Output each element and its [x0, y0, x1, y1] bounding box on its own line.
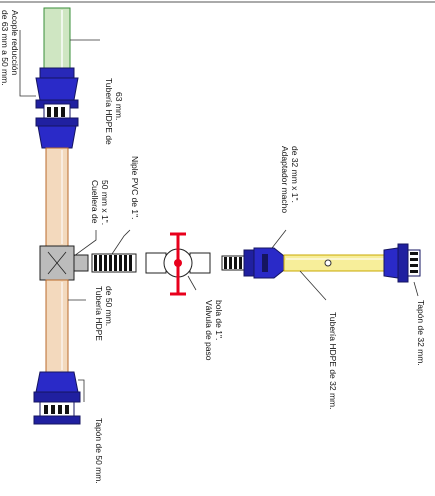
label-cuellera-1: Cuellera de	[90, 180, 100, 224]
label-niple: Niple PVC de 1".	[130, 156, 140, 220]
hdpe-32-marker	[324, 259, 332, 267]
ball-valve	[145, 232, 211, 296]
label-hdpe50-1: Tubería HDPE	[94, 286, 104, 341]
end-cap-50	[33, 371, 81, 425]
label-adaptador-2: de 32 mm x 1".	[290, 146, 300, 203]
label-tapon50: Tapón de 50 mm.	[94, 418, 104, 484]
hdpe-50-pipe-lower	[45, 279, 69, 373]
label-hdpe63-2: 63 mm.	[114, 92, 124, 120]
label-valvula-2: bola de 1".	[214, 300, 224, 340]
label-hdpe32: Tubería HDPE de 32 mm.	[328, 312, 338, 409]
leader-acople	[19, 30, 36, 97]
leader-valvula	[187, 275, 197, 291]
label-acople-1: Acople reducción	[10, 10, 20, 75]
label-acople-2: de 63 mm a 50 mm.	[0, 10, 10, 86]
label-adaptador-1: Adaptador macho	[280, 146, 290, 213]
saddle-clamp	[39, 245, 89, 281]
leader-niple	[111, 229, 131, 255]
hdpe-50-pipe-upper	[45, 147, 69, 247]
leader-cuellera	[73, 230, 97, 257]
leader-adaptador	[271, 229, 287, 249]
leader-tapon50	[78, 379, 85, 402]
label-tapon32: Tapón de 32 mm.	[416, 300, 426, 366]
hdpe-32-pipe	[283, 254, 397, 272]
label-hdpe50-2: de 50 mm.	[104, 286, 114, 326]
leader-hdpe32	[299, 270, 327, 301]
end-cap-32	[383, 243, 421, 283]
threaded-nipple	[221, 255, 245, 271]
label-hdpe63-1: Tubería HDPE de	[104, 78, 114, 145]
label-cuellera-2: 50 mm x 1".	[100, 180, 110, 225]
reducer-coupling	[35, 67, 79, 149]
pvc-nipple	[91, 253, 137, 273]
label-valvula-1: Válvula de paso	[204, 300, 214, 361]
male-adapter-32	[243, 247, 285, 279]
hdpe-63-pipe	[43, 7, 71, 71]
leader-tapon32	[413, 281, 419, 297]
